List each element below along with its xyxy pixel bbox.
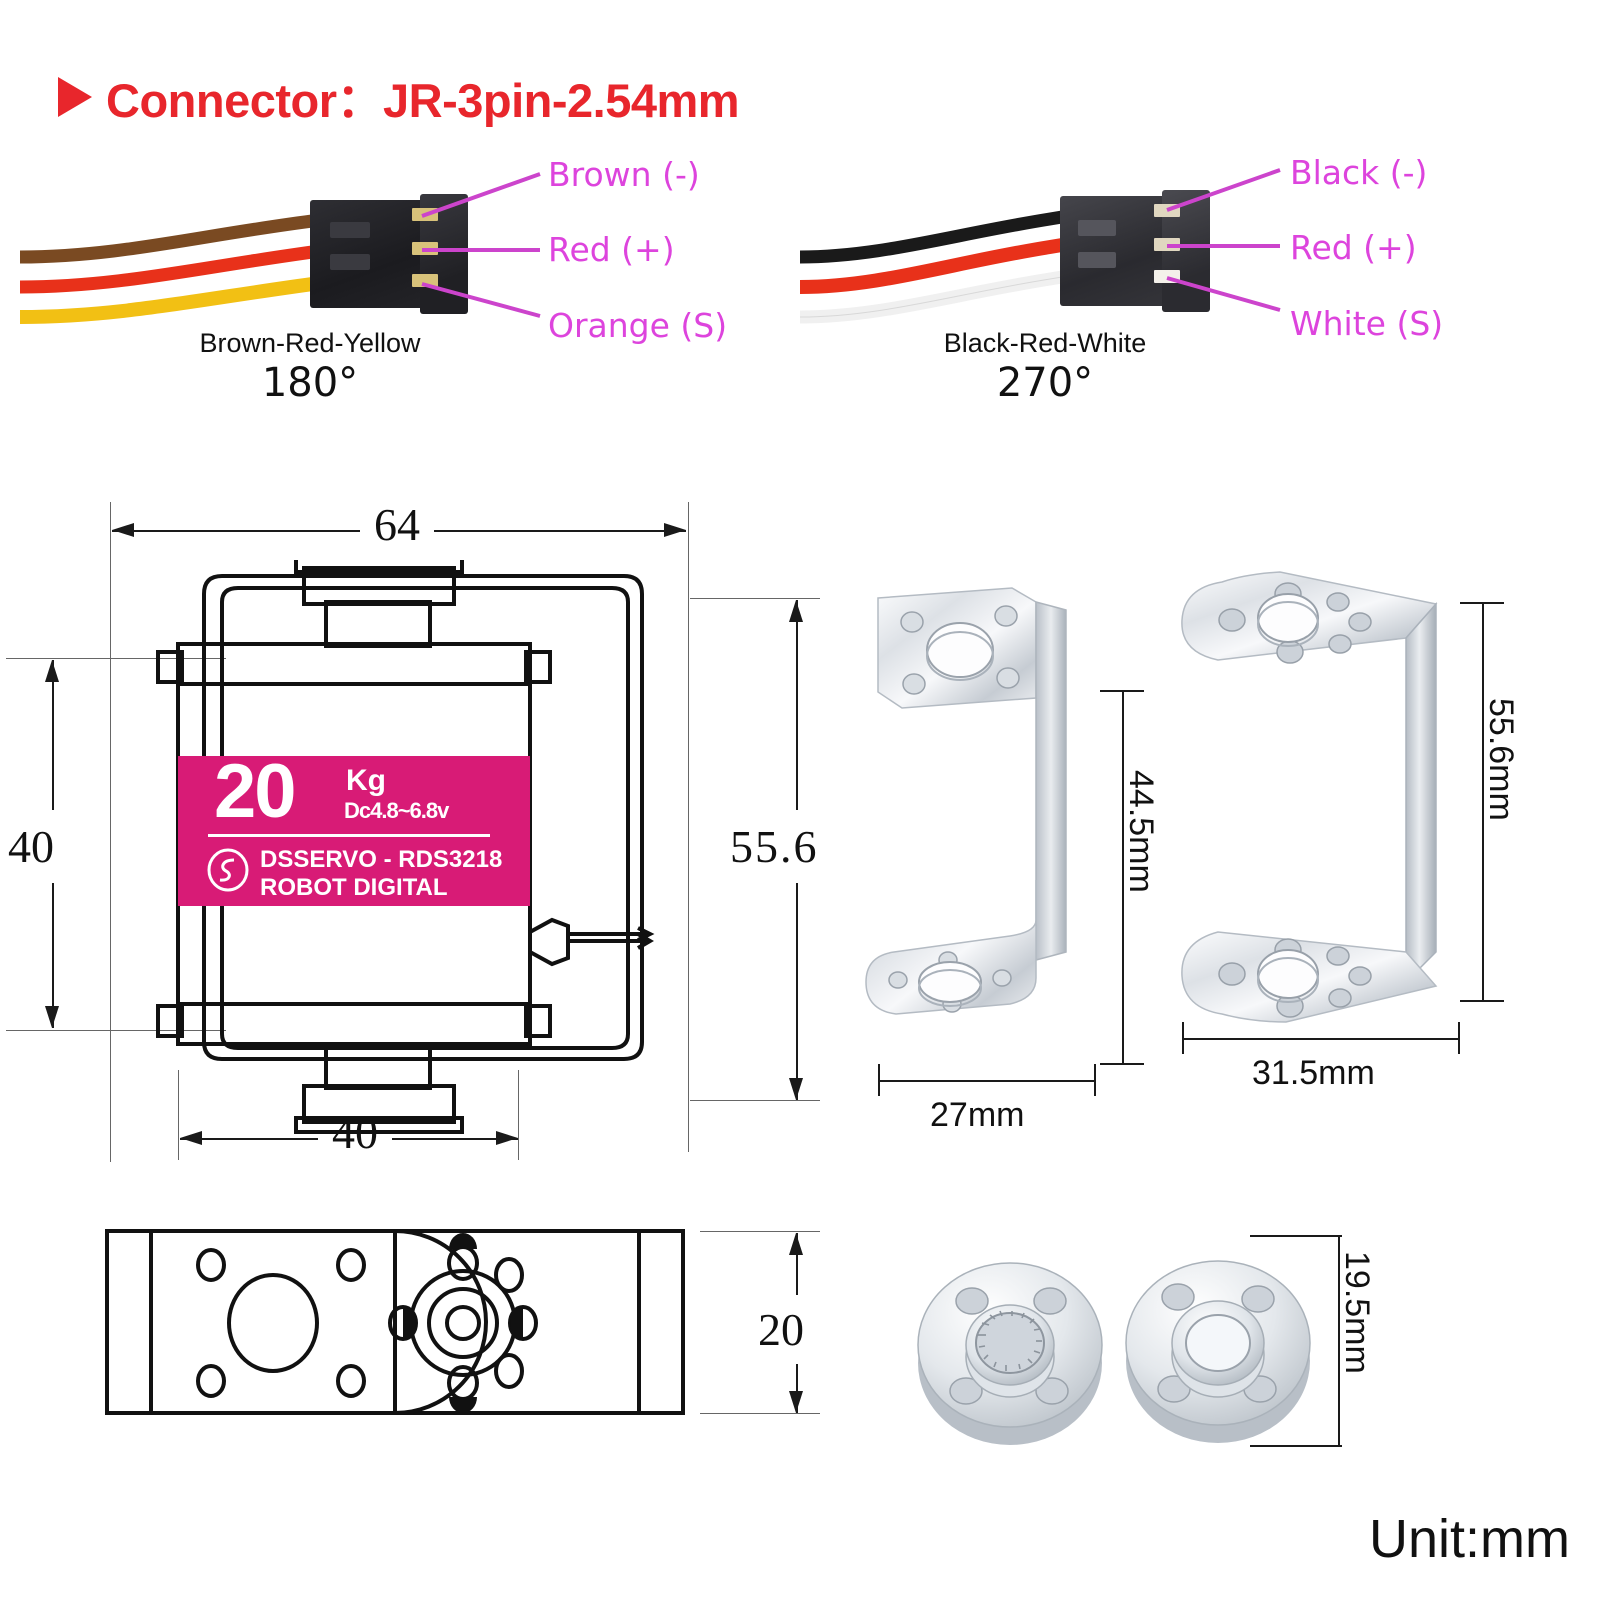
- extension-line: [110, 502, 111, 1162]
- rotation-angle-right: 270°: [996, 360, 1094, 406]
- top-view-outline: [105, 1229, 685, 1415]
- extension-line: [178, 1070, 179, 1160]
- arrow-right: [496, 1131, 518, 1145]
- pin-label-white: White (S): [1290, 304, 1444, 343]
- pin-label-orange: Orange (S): [548, 306, 728, 345]
- wire-order-caption-right: Black-Red-White: [943, 328, 1147, 358]
- arrow-down: [789, 1078, 803, 1100]
- dim-height-left: 40: [8, 810, 54, 883]
- dim-tick: [1094, 1064, 1096, 1096]
- pin-gold-3: [412, 274, 438, 287]
- arrow-left: [112, 523, 134, 537]
- housing-notch: [330, 222, 370, 238]
- dim-bracket1-width: 27mm: [930, 1096, 1025, 1134]
- wire-order-caption-left: Brown-Red-Yellow: [199, 328, 421, 358]
- arrow-right: [664, 523, 686, 537]
- pin-label-brown: Brown (-): [548, 155, 700, 194]
- bracket-long-u-shape: [865, 587, 1067, 1015]
- dim-tick: [1250, 1445, 1342, 1447]
- arrow-up: [45, 660, 59, 682]
- callout-lines-right: [1166, 168, 1281, 312]
- play-triangle-icon: [58, 76, 92, 117]
- dim-line-bracket1-width: [878, 1080, 1096, 1082]
- connector-photo-right: Black (-) Red (+) White (S) Black-Red-Wh…: [790, 150, 1600, 410]
- dim-bracket1-height: 44.5mm: [1122, 770, 1160, 893]
- dim-bracket2-height: 55.6mm: [1482, 698, 1520, 821]
- unit-note: Unit:mm: [1369, 1509, 1570, 1569]
- callout-lines-left: [421, 172, 541, 318]
- housing-notch: [1078, 252, 1116, 268]
- arrow-down: [789, 1391, 803, 1413]
- extension-line: [688, 502, 689, 1152]
- servo-outline-drawing: [156, 560, 655, 1134]
- dim-thickness: 20: [754, 1295, 808, 1364]
- arrow-left: [180, 1131, 202, 1145]
- servo-top-view: 20: [0, 1195, 860, 1475]
- dim-tick: [1100, 690, 1144, 692]
- dim-line-horn-diameter: [1338, 1235, 1340, 1447]
- bracket-wide-u: 55.6mm 31.5mm: [1160, 540, 1580, 1110]
- header: Connector：JR-3pin-2.54mm: [58, 62, 740, 131]
- dim-bracket2-width: 31.5mm: [1252, 1054, 1375, 1092]
- dim-line-bracket1-height: [1122, 690, 1124, 1065]
- horn-discs-shape: [917, 1260, 1311, 1445]
- housing-notch: [1078, 220, 1116, 236]
- servo-side-view: 64 40 55.6 40: [0, 470, 860, 1190]
- dim-tick: [1460, 1000, 1504, 1002]
- dim-tick: [878, 1064, 880, 1096]
- dim-line-bracket2-width: [1182, 1038, 1460, 1040]
- extension-line: [690, 598, 820, 599]
- wire-bundle-right: [800, 209, 1070, 324]
- dim-tick: [1182, 1022, 1184, 1054]
- arrow-up: [789, 600, 803, 622]
- connector-photo-left: Brown (-) Red (+) Orange (S) Brown-Red-Y…: [0, 150, 800, 410]
- dim-height-right: 55.6: [726, 810, 823, 883]
- arrow-up: [789, 1233, 803, 1255]
- housing-notch: [330, 254, 370, 270]
- servo-horn-discs: 19.5mm: [900, 1215, 1460, 1505]
- dim-horn-diameter: 19.5mm: [1338, 1251, 1376, 1374]
- dim-width-top: 64: [360, 498, 434, 551]
- page-title: Connector：JR-3pin-2.54mm: [106, 74, 740, 127]
- bracket-long-u: 44.5mm 27mm: [860, 540, 1160, 1134]
- rotation-angle-left: 180°: [261, 360, 359, 406]
- bracket-wide-u-shape: [1181, 571, 1438, 1023]
- extension-line: [6, 1030, 226, 1031]
- extension-line: [690, 1100, 820, 1101]
- extension-line: [700, 1413, 820, 1414]
- dim-line-bracket2-height: [1482, 602, 1484, 1002]
- dim-tick: [1250, 1235, 1342, 1237]
- extension-line: [700, 1231, 820, 1232]
- arrow-down: [45, 1006, 59, 1028]
- pin-label-red: Red (+): [1290, 228, 1417, 267]
- wire-bundle-left: [20, 210, 342, 324]
- dim-tick: [1100, 1063, 1144, 1065]
- dim-tick: [1458, 1022, 1460, 1054]
- extension-line: [518, 1070, 519, 1160]
- pin-label-red: Red (+): [548, 230, 675, 269]
- extension-line: [6, 658, 226, 659]
- dim-tick: [1460, 602, 1504, 604]
- pin-label-black: Black (-): [1290, 153, 1428, 192]
